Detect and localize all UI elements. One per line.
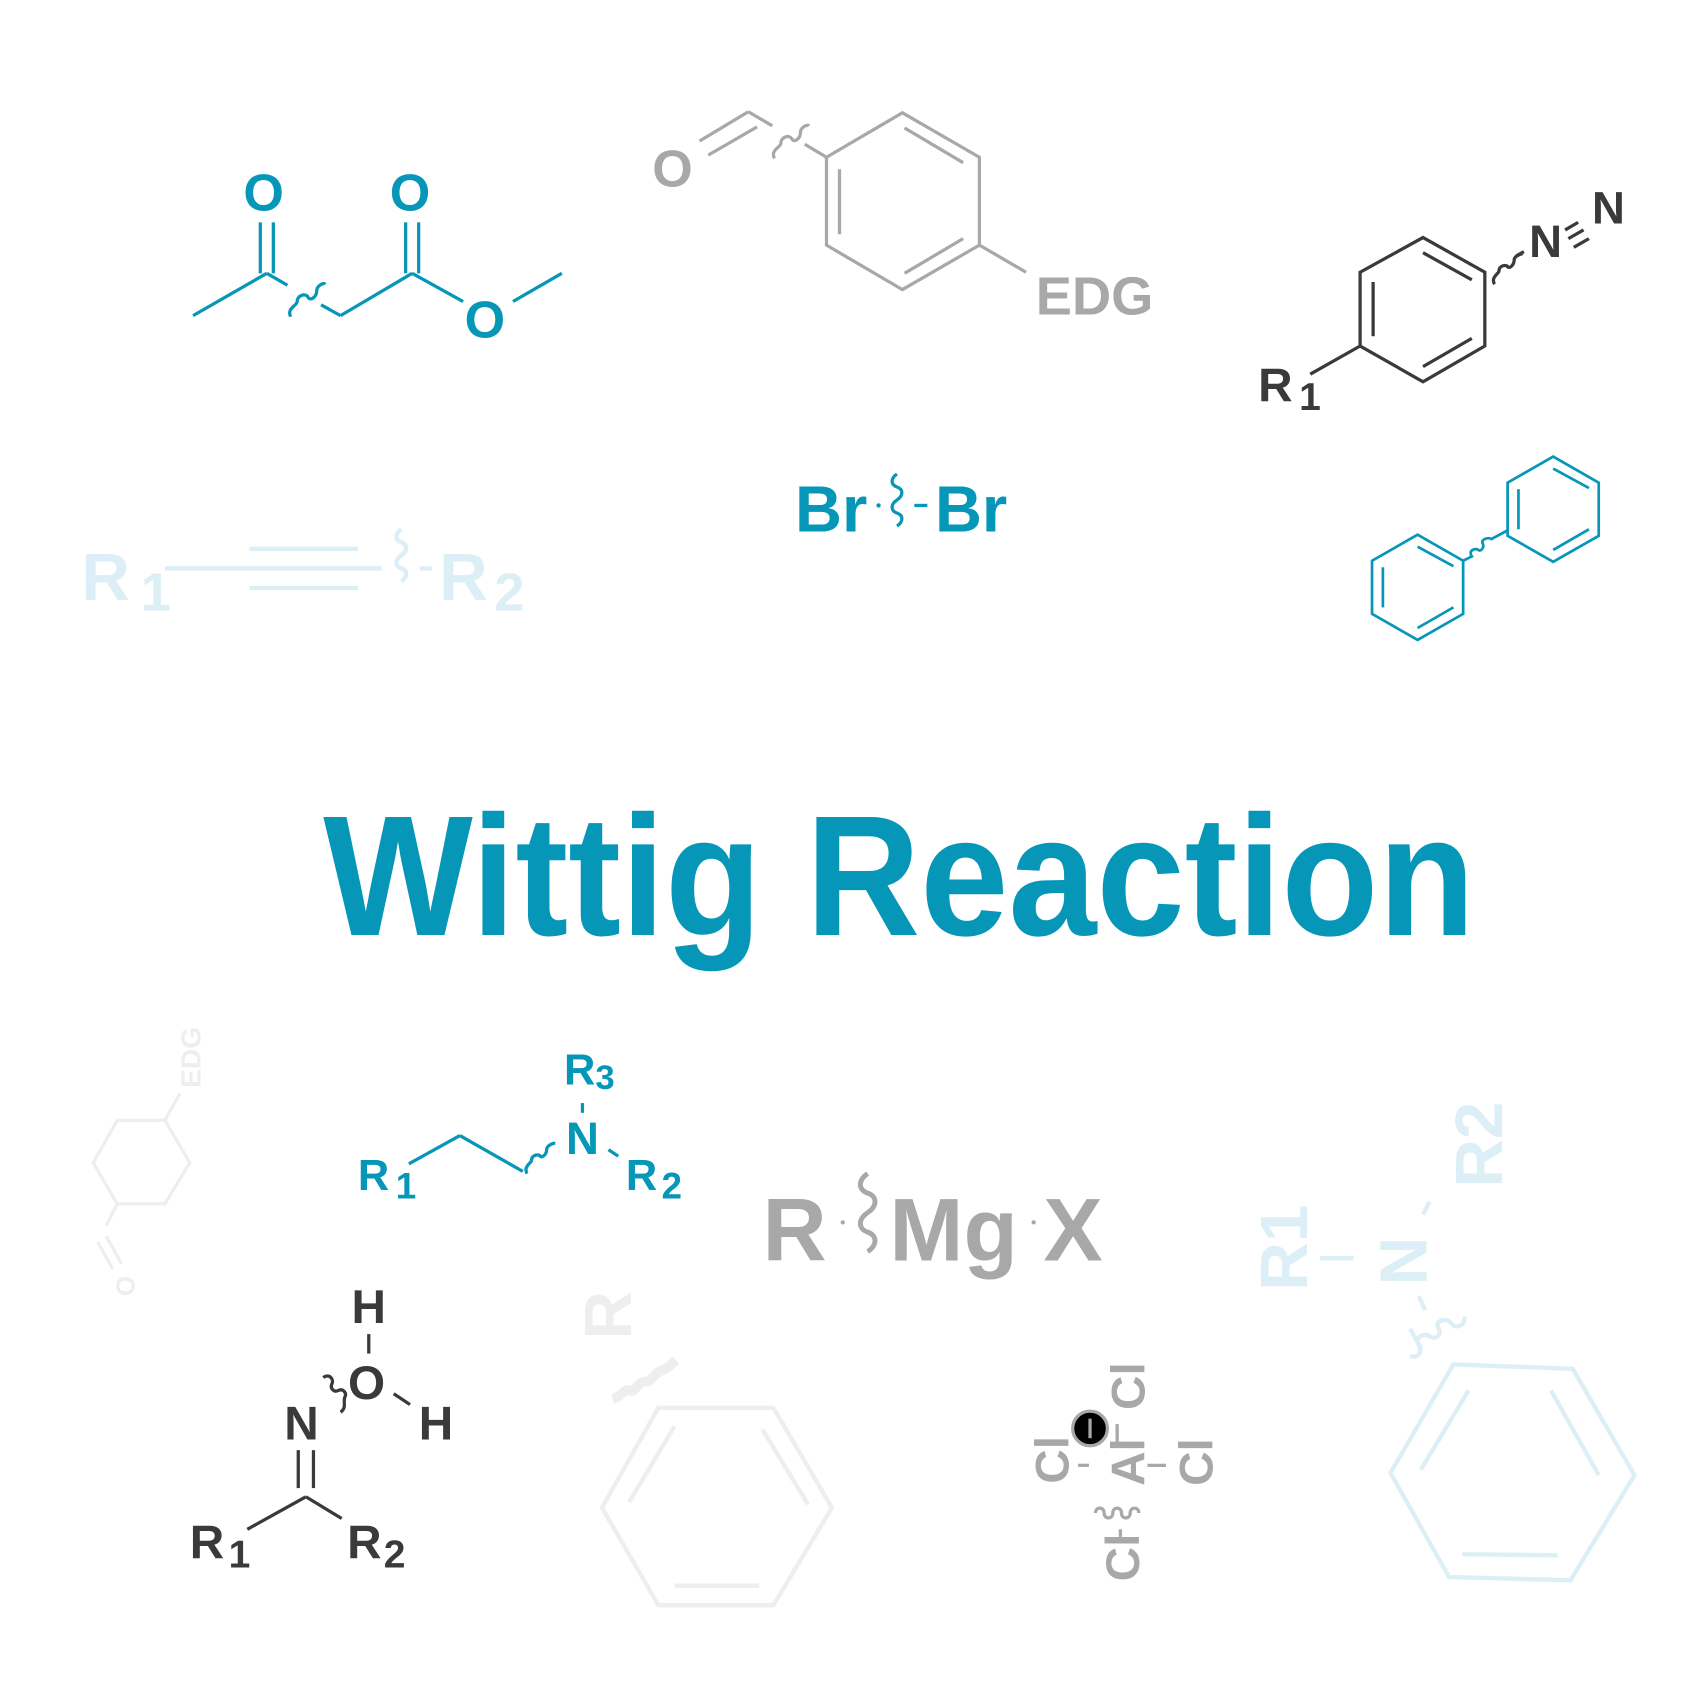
faded-benzene-molecule: R: [571, 1291, 835, 1608]
aryl-amine-molecule: R1 N R2: [1247, 1102, 1638, 1583]
nitrogen-label: N: [1529, 216, 1562, 267]
negative-charge: −: [0, 0, 1, 1]
nitrogen-label: N: [566, 1113, 599, 1164]
nitrogen-label: N: [1366, 1237, 1441, 1286]
r2-label: R2: [347, 1517, 405, 1577]
tetrachloroaluminate-ion: Cl Al Cl Cl Cl −: [0, 0, 1224, 1582]
oxygen-label: O: [348, 1357, 385, 1410]
chlorine-label: Cl: [1026, 1436, 1079, 1484]
halide-label: X: [1043, 1179, 1102, 1279]
bromine-label: Br: [935, 472, 1007, 545]
nitrogen-label: N: [1592, 182, 1625, 233]
oxygen-label: O: [243, 164, 283, 222]
biphenyl-molecule: [1370, 455, 1601, 642]
r2-label: R2: [1442, 1102, 1517, 1188]
oxygen-label: O: [390, 164, 430, 222]
magnesium-label: Mg: [889, 1179, 1017, 1279]
hydrogen-label: H: [352, 1281, 386, 1334]
r3-label: R3: [564, 1047, 615, 1097]
benzaldehyde-molecule: O EDG: [652, 110, 1154, 327]
dibromine-molecule: Br Br: [795, 472, 1007, 545]
oxygen-label: O: [465, 291, 505, 349]
hydrogen-label: H: [419, 1397, 453, 1450]
edg-label: EDG: [1036, 267, 1154, 327]
r-label: R: [571, 1291, 646, 1340]
edg-label: EDG: [175, 1027, 207, 1088]
page-title: Wittig Reaction: [323, 781, 1475, 972]
oxygen-label: O: [652, 141, 692, 199]
nitrogen-label: N: [284, 1397, 318, 1450]
r1-label: R1: [1247, 1205, 1322, 1291]
keto-ester-molecule: O O O: [192, 164, 563, 349]
chlorine-label: Cl: [1171, 1438, 1224, 1486]
grignard-reagent: R Mg X: [762, 1174, 1103, 1279]
faded-benzaldehyde-molecule: EDG O: [91, 1027, 207, 1296]
r-label: R: [762, 1179, 826, 1279]
oxygen-label: O: [110, 1276, 140, 1296]
bromine-label: Br: [795, 472, 867, 545]
aluminum-label: Al: [1102, 1438, 1155, 1486]
chlorine-label: Cl: [1097, 1534, 1150, 1582]
chlorine-label: Cl: [1102, 1362, 1155, 1410]
